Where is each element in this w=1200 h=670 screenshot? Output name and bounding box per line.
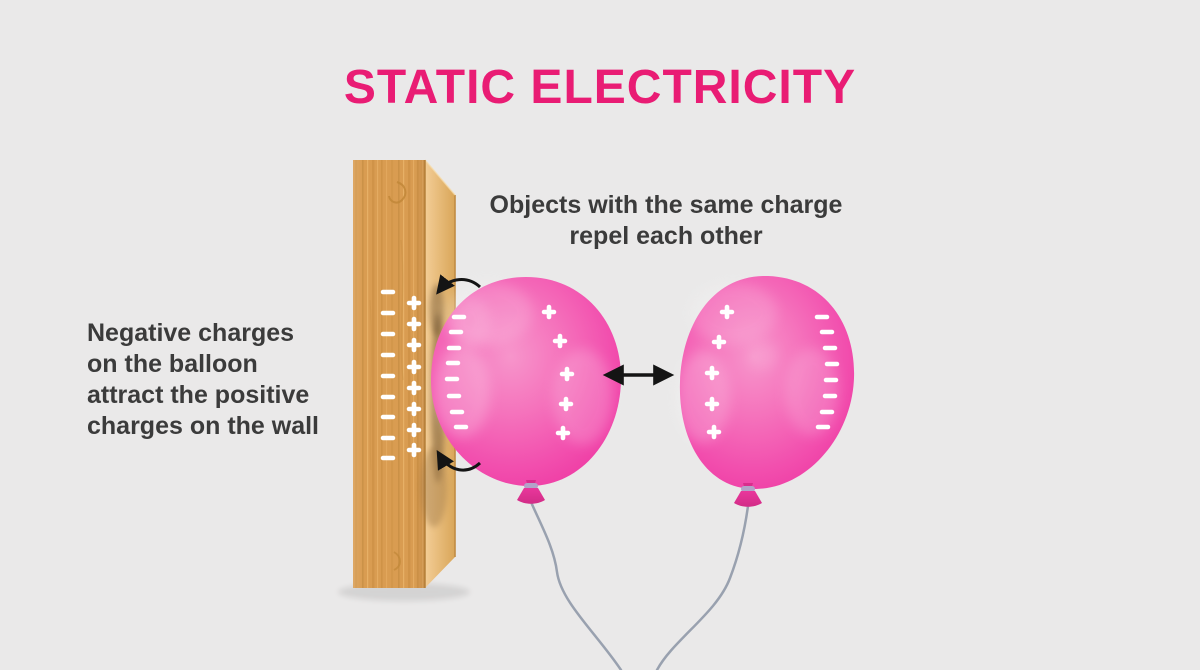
minus-charge-icon	[444, 376, 460, 382]
minus-charge-icon	[815, 424, 831, 430]
arrows	[436, 274, 675, 472]
left-balloon-positive-charges	[541, 304, 575, 441]
wood-knot	[388, 181, 407, 204]
minus-charge-icon	[380, 455, 396, 461]
minus-charge-icon	[824, 361, 840, 367]
attract-curved-arrow-top-icon	[436, 274, 482, 295]
plus-charge-icon	[704, 365, 720, 381]
minus-charge-icon	[380, 331, 396, 337]
minus-charge-icon	[451, 314, 467, 320]
plus-charge-icon	[711, 334, 727, 350]
minus-charge-icon	[822, 345, 838, 351]
repel-caption: Objects with the same charge repel each …	[489, 191, 843, 250]
minus-charge-icon	[446, 345, 462, 351]
wall-negative-charges	[380, 289, 396, 461]
minus-charge-icon	[448, 329, 464, 335]
minus-charge-icon	[822, 393, 838, 399]
attract-curved-arrow-bottom-icon	[436, 449, 482, 472]
minus-charge-icon	[819, 409, 835, 415]
right-balloon-string	[655, 504, 750, 670]
plus-charge-icon	[552, 333, 568, 349]
plus-charge-icon	[406, 380, 422, 396]
right-balloon-knot	[734, 491, 762, 507]
plus-charge-icon	[406, 359, 422, 375]
plus-charge-icon	[406, 401, 422, 417]
left-balloon-tie	[524, 483, 538, 489]
plus-charge-icon	[406, 337, 422, 353]
left-balloon-knot	[517, 488, 545, 504]
right-balloon-positive-charges	[704, 304, 735, 440]
minus-charge-icon	[380, 352, 396, 358]
minus-charge-icon	[814, 314, 830, 320]
attract-caption: Negative charges on the balloon attract …	[87, 319, 320, 440]
minus-charge-icon	[380, 289, 396, 295]
minus-charge-icon	[453, 424, 469, 430]
minus-charge-icon	[449, 409, 465, 415]
plus-charge-icon	[559, 366, 575, 382]
minus-charge-icon	[823, 377, 839, 383]
left-balloon-negative-charges	[444, 314, 469, 430]
plus-charge-icon	[406, 422, 422, 438]
minus-charge-icon	[819, 329, 835, 335]
plus-charge-icon	[558, 396, 574, 412]
left-balloon-string	[529, 500, 623, 670]
minus-charge-icon	[445, 360, 461, 366]
right-balloon-negative-charges	[814, 314, 840, 430]
plus-charge-icon	[706, 424, 722, 440]
plus-charge-icon	[406, 316, 422, 332]
minus-charge-icon	[380, 414, 396, 420]
balloon-strings	[529, 500, 750, 670]
minus-charge-icon	[380, 435, 396, 441]
plus-charge-icon	[719, 304, 735, 320]
minus-charge-icon	[380, 373, 396, 379]
wood-knot	[393, 551, 401, 571]
plus-charge-icon	[541, 304, 557, 320]
wall-positive-charges	[406, 295, 422, 458]
plus-charge-icon	[406, 442, 422, 458]
minus-charge-icon	[446, 393, 462, 399]
plus-charge-icon	[406, 295, 422, 311]
plus-charge-icon	[555, 425, 571, 441]
right-balloon-tie	[741, 486, 755, 492]
right-balloon	[676, 275, 855, 507]
minus-charge-icon	[380, 310, 396, 316]
plus-charge-icon	[704, 396, 720, 412]
page-title: STATIC ELECTRICITY	[343, 61, 857, 114]
minus-charge-icon	[380, 394, 396, 400]
